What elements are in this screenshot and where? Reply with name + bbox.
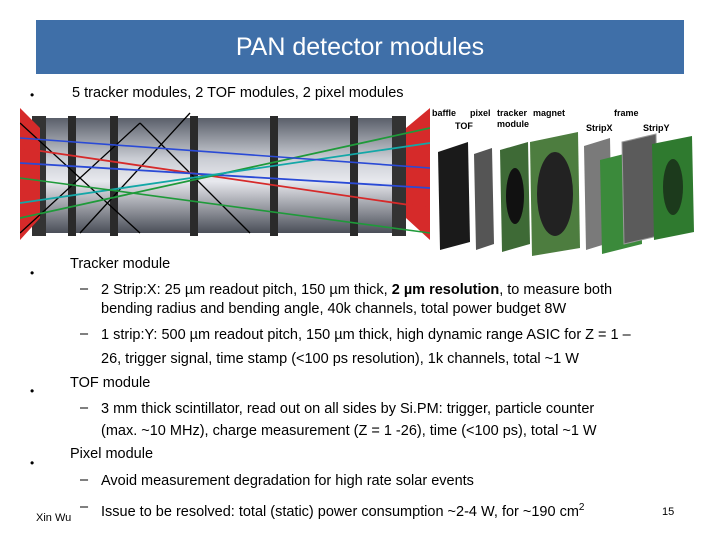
tracker-strip-x-highlight: 2 µm resolution — [391, 282, 500, 298]
baffle-plate — [438, 142, 470, 250]
tracker-strip-x-text: 2 Strip:X: 25 µm readout pitch, 150 µm t… — [101, 282, 392, 298]
label-baffle: baffle — [432, 108, 457, 118]
dash-mark: – — [80, 400, 89, 416]
track-line — [20, 122, 141, 234]
tracker-heading: Tracker module — [70, 256, 171, 272]
label-pixel: pixel — [470, 108, 491, 118]
tracker-aperture — [537, 152, 573, 236]
pixel-detail-2: Issue to be resolved: total (static) pow… — [101, 499, 584, 521]
stripy-aperture — [663, 159, 683, 215]
label-frame: frame — [614, 108, 639, 118]
pixel-detail-2-superscript: 2 — [578, 502, 585, 513]
label-magnet: magnet — [533, 108, 566, 118]
pixel-detail-1: Avoid measurement degradation for high r… — [101, 473, 474, 489]
tof-heading: TOF module — [70, 375, 151, 391]
label-tracker: tracker — [497, 108, 528, 118]
pixel-aperture — [506, 168, 524, 224]
module-plate — [350, 116, 358, 236]
track-line — [20, 142, 430, 204]
bullet-dot: • — [30, 384, 35, 398]
dash-mark: – — [80, 281, 89, 297]
label-stripy: StripY — [643, 123, 670, 133]
tof-detail-cont: (max. ~10 MHz), charge measurement (Z = … — [101, 423, 597, 439]
track-line — [20, 177, 430, 234]
label-tof: TOF — [455, 121, 473, 131]
tof-detail: 3 mm thick scintillator, read out on all… — [101, 401, 595, 417]
module-plate — [392, 116, 406, 236]
bullet-modules-count: 5 tracker modules, 2 TOF modules, 2 pixe… — [72, 85, 404, 101]
tof-plate — [474, 148, 494, 250]
track-line — [79, 112, 191, 234]
dash-mark: – — [80, 499, 89, 515]
dash-mark: – — [80, 326, 89, 342]
bullet-dot: • — [30, 456, 35, 470]
tracker-strip-x-cont: bending radius and bending angle, 40k ch… — [101, 301, 567, 317]
track-line — [20, 147, 430, 209]
track-line — [20, 137, 430, 169]
slide-title: PAN detector modules — [235, 32, 485, 61]
pixel-detail-2-text: Issue to be resolved: total (static) pow… — [101, 503, 579, 520]
title-bar: PAN detector modules — [36, 20, 684, 74]
track-line — [20, 162, 430, 189]
tracker-strip-y: 1 strip:Y: 500 µm readout pitch, 150 µm … — [101, 327, 631, 343]
magnet-tracks-figure — [20, 108, 430, 240]
module-plate — [190, 116, 198, 236]
bullet-dot: • — [30, 88, 35, 102]
label-stripx: StripX — [586, 123, 613, 133]
bullet-dot: • — [30, 266, 35, 280]
module-plate — [110, 116, 118, 236]
dash-mark: – — [80, 472, 89, 488]
footer-page-number: 15 — [662, 506, 675, 518]
tracker-strip-x-tail: , to measure both — [499, 282, 613, 298]
module-plate — [68, 116, 76, 236]
label-module: module — [497, 119, 530, 129]
baffle-cone-left — [20, 108, 40, 240]
pixel-heading: Pixel module — [70, 446, 154, 462]
footer-author: Xin Wu — [36, 512, 72, 524]
baffle-cone-right — [406, 108, 430, 240]
tracker-strip-x: 2 Strip:X: 25 µm readout pitch, 150 µm t… — [101, 281, 612, 299]
tracker-strip-y-cont: 26, trigger signal, time stamp (<100 ps … — [101, 351, 579, 367]
module-plate — [270, 116, 278, 236]
